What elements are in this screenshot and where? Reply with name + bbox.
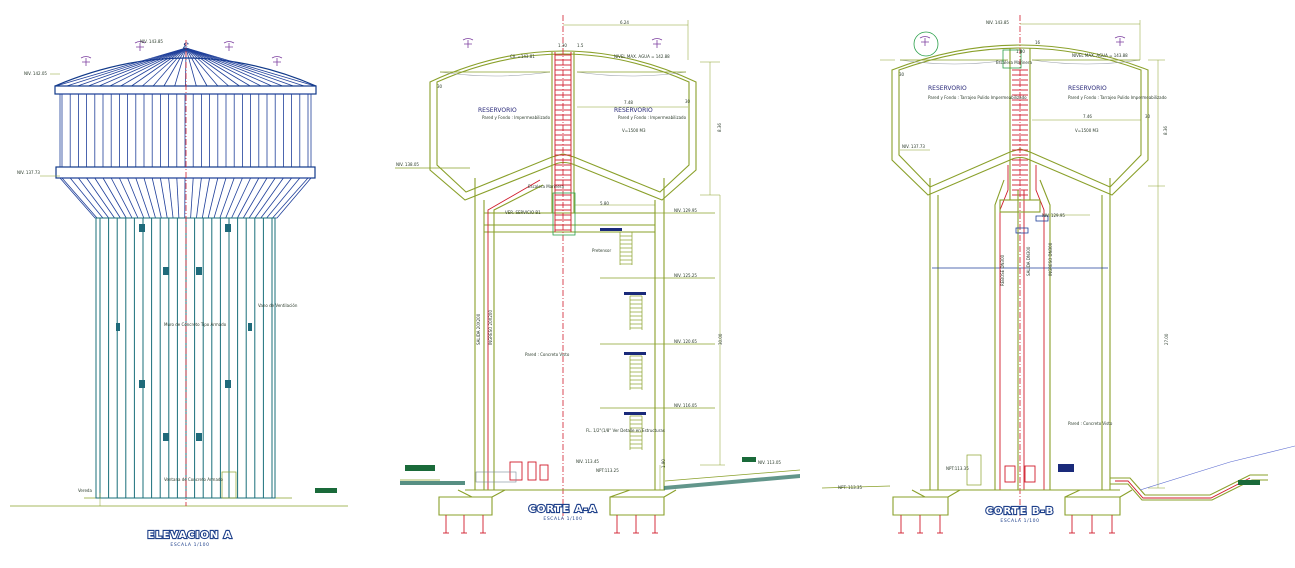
section-aa-wall-label: Pared : Concreto Visto (525, 352, 570, 357)
elevation-tank-body (59, 93, 312, 168)
elevation-scale: ESCALA 1/100 (170, 542, 209, 548)
elevation-cone (59, 177, 312, 219)
section-bb-escalera: Escalera Marinera (996, 60, 1033, 65)
section-aa-top-dim: 6.24 (620, 20, 629, 25)
section-aa-level-3: NIV. 120.65 (674, 339, 697, 344)
section-bb-tank-outline (891, 44, 1149, 196)
section-aa-water-left: CIL.=143.81 (510, 54, 535, 59)
section-aa-res-left-sub: Pared y Fondo : Impermeabilizado (482, 115, 551, 120)
section-aa-volume: V=1500 M3 (622, 128, 646, 133)
section-aa-level-2: NIV. 125.25 (674, 273, 697, 278)
elevation-lower-ring (55, 166, 316, 179)
section-bb-water: NIVEL MAX. AGUA = 143.88 (1072, 53, 1128, 58)
section-aa-height-main: 30.00 (718, 333, 723, 345)
section-aa-level-7: NIV. 113.05 (758, 460, 781, 465)
section-aa-res-right-sub: Pared y Fondo : Impermeabilizado (618, 115, 687, 120)
elevation-a: ℰ NIV. 143.85 NIV. 142.05 NIV. 137.73 Mu… (10, 39, 348, 548)
section-aa-level-0: NIV. 138.05 (396, 162, 419, 167)
section-bb-terrain (1139, 445, 1295, 491)
section-bb-volume: V=1500 M3 (1075, 128, 1099, 133)
section-bb-dim-c: 30 (899, 72, 905, 77)
elevation-level-top: NIV. 143.85 (140, 39, 163, 44)
elevation-windows (116, 224, 252, 441)
section-aa-scale-bar-left (405, 465, 435, 471)
section-aa-pretil: Pretensor (592, 248, 611, 253)
elevation-note-wall: Muro de Concreto Tipo Armado (164, 322, 227, 327)
section-aa-footings (438, 496, 665, 516)
section-aa-scale: ESCALA 1/100 (543, 516, 582, 522)
section-bb-res-left-sub: Pared y Fondo : Tarrajeo Pulido Impermea… (928, 95, 1027, 100)
section-aa-level-5: NIV. 113.45 (576, 459, 599, 464)
elevation-door (221, 471, 237, 499)
section-aa-terrain (664, 469, 801, 482)
section-bb-height-main: 27.00 (1164, 333, 1169, 345)
section-aa-inner-dim: 7.48 (624, 100, 633, 105)
section-aa-beam-label: VER. SERVICIO B1 (505, 210, 541, 215)
section-bb-inner-dim: 7.46 (1083, 114, 1092, 119)
section-bb-highlight-circle (913, 31, 939, 57)
section-bb-pipe-ingreso: INGRESO DN300 (1048, 242, 1053, 276)
section-aa-title: CORTE A-A (529, 504, 598, 515)
section-bb-height-top: 8.36 (1163, 126, 1168, 135)
elevation-symbol: ℰ (182, 42, 189, 53)
section-aa-water-right: NIVEL MAX. AGUA = 142.88 (614, 54, 670, 59)
section-aa-fl-note: FL. 1/2"(1/8" Ver Detalle en Estructuras (586, 428, 665, 433)
section-aa-height-bottom: 1.90 (661, 459, 666, 468)
elevation-title: ELEVACION A (148, 530, 233, 541)
section-aa-dim-a: 1.30 (558, 43, 567, 48)
elevation-scale-bar (315, 488, 337, 493)
section-aa-tank-outline (429, 50, 697, 201)
section-bb-dim-d: 30 (1145, 114, 1151, 119)
elevation-upper-ring (54, 85, 317, 95)
section-aa-level-1: NIV. 129.95 (674, 208, 697, 213)
section-aa-ingreso: INGRESO 20X200 (488, 310, 493, 345)
elevation-level-mid: NIV. 142.05 (24, 71, 47, 76)
section-bb-level-3: NPT:113.35 (946, 466, 969, 471)
section-bb-wall-label: Pared : Concreto Visto (1068, 421, 1113, 426)
section-bb-dim-b: 16 (1035, 40, 1041, 45)
section-aa-res-right: RESERVORIO (614, 107, 653, 114)
section-bb-level-2: NIV. 129.95 (1042, 213, 1065, 218)
section-aa-level-6: NPT:113.25 (596, 468, 619, 473)
section-aa-dim-b: 1.5 (577, 43, 584, 48)
elevation-note-vereda: Vereda (78, 488, 92, 493)
section-aa-width: 5.80 (600, 201, 609, 206)
section-aa-highlight (552, 192, 576, 236)
section-bb-res-right-sub: Pared y Fondo : Tarrajeo Pulido Impermea… (1068, 95, 1167, 100)
section-bb-scale: ESCALA 1/100 (1000, 518, 1039, 524)
section-aa-stair-label: Escalera Marinera (528, 184, 565, 189)
section-bb-external-pipe (1110, 474, 1268, 496)
section-bb-footings (892, 496, 1121, 516)
section-aa-res-left: RESERVORIO (478, 107, 517, 114)
elevation-level-low: NIV. 137.73 (17, 170, 40, 175)
section-bb: NIV. 143.85 NIVEL MAX. AGUA = 143.88 1.8… (821, 15, 1295, 534)
section-bb-res-left: RESERVORIO (928, 85, 967, 92)
section-aa: 6.24 CIL.=143.81 NIVEL MAX. AGUA = 142.8… (395, 15, 801, 534)
section-aa-dim-d: 30 (685, 99, 691, 104)
section-bb-pipe-salida: SALIDA DN300 (1026, 246, 1031, 276)
elevation-note-vent: Vano de Ventilación (258, 303, 298, 308)
section-bb-dim-a: 1.80 (1016, 49, 1025, 54)
section-aa-height-top: 8.36 (717, 123, 722, 132)
section-bb-title: CORTE B-B (986, 506, 1055, 517)
section-bb-level-4: NPT: 113.35 (838, 485, 862, 490)
section-aa-level-4: NIV. 116.05 (674, 403, 697, 408)
elevation-vent-icons (80, 41, 283, 66)
section-bb-level-top: NIV. 143.85 (986, 20, 1009, 25)
section-bb-res-right: RESERVORIO (1068, 85, 1107, 92)
elevation-note-window: Ventana de Concreto Armado (164, 477, 223, 482)
section-bb-pipe-rebose: REBOSE DN300 (1000, 254, 1005, 286)
section-bb-level-1: NIV. 137.73 (902, 144, 925, 149)
section-aa-salida: SALIDA 20X200 (476, 313, 481, 345)
section-aa-dim-c: 30 (437, 84, 443, 89)
